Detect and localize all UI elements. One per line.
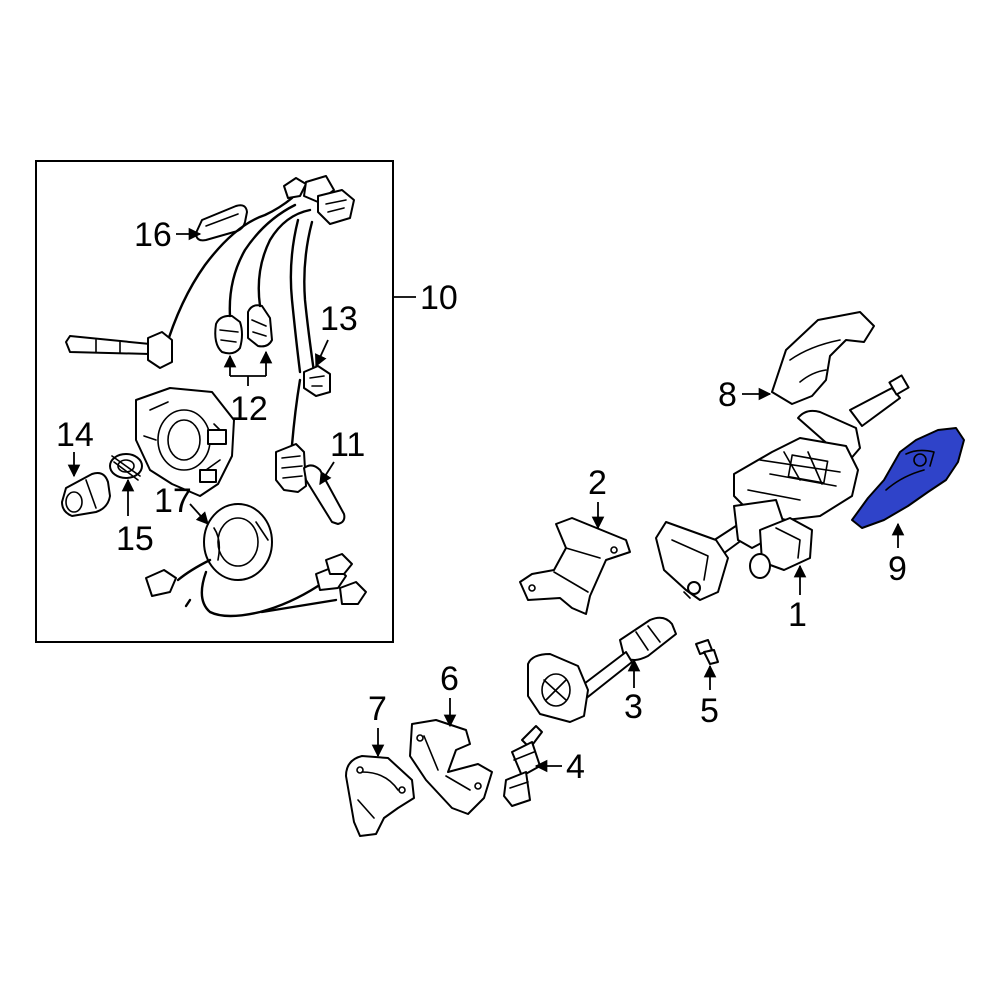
callout-group-6: 6 (440, 660, 459, 728)
part-7-boot-cover[interactable] (345, 755, 415, 837)
inset-wiring-harness (163, 196, 316, 447)
callout-5: 5 (700, 692, 719, 730)
callout-14: 14 (56, 416, 94, 454)
part-3-intermediate-shaft[interactable] (527, 616, 677, 723)
callout-group-10: 10 (420, 279, 458, 317)
callout-17: 17 (154, 482, 192, 520)
callout-group-8: 8 (718, 376, 772, 414)
callout-15: 15 (116, 520, 154, 558)
part-16-clip[interactable] (195, 204, 248, 242)
part-15-ring[interactable] (109, 453, 143, 481)
part-12-switches[interactable] (214, 304, 273, 355)
part-13-connector[interactable] (303, 365, 331, 397)
callout-16: 16 (134, 216, 172, 254)
callout-group-1: 1 (788, 564, 807, 634)
part-2-bracket[interactable] (519, 517, 631, 615)
callout-7: 7 (368, 690, 387, 728)
callout-9: 9 (888, 550, 907, 588)
callout-8: 8 (718, 376, 737, 414)
callout-group-3: 3 (624, 658, 643, 726)
callout-group-4: 4 (534, 748, 585, 786)
callout-group-15: 15 (116, 478, 154, 558)
callout-11: 11 (330, 426, 365, 464)
callout-group-17: 17 (154, 482, 209, 525)
turn-signal-stalk (65, 331, 173, 369)
column-mounting-bracket (655, 521, 729, 601)
callout-group-16: 16 (134, 216, 202, 254)
part-11-wiper-switch[interactable] (275, 443, 346, 525)
callout-group-5: 5 (700, 664, 719, 730)
callout-group-14: 14 (56, 416, 94, 478)
callout-3: 3 (624, 688, 643, 726)
callout-group-11: 11 (319, 426, 365, 486)
switch-housing (135, 387, 235, 497)
callout-13: 13 (320, 300, 358, 338)
callout-6: 6 (440, 660, 459, 698)
callout-12: 12 (230, 390, 268, 428)
callout-2: 2 (588, 464, 607, 502)
callout-group-2: 2 (588, 464, 607, 530)
part-17-clock-spring[interactable] (203, 503, 273, 581)
part-8-upper-cover[interactable] (771, 311, 875, 405)
part-5-bolt[interactable] (695, 639, 719, 665)
inset-frame (35, 160, 394, 643)
callout-1: 1 (788, 596, 807, 634)
inset-top-connectors (283, 175, 355, 225)
callout-group-9: 9 (888, 522, 907, 588)
callout-10: 10 (420, 279, 458, 317)
callout-group-12: 12 (223, 350, 273, 428)
callout-group-7: 7 (368, 690, 387, 758)
callout-4: 4 (566, 748, 585, 786)
part-14-lock-cylinder[interactable] (61, 472, 111, 517)
part-6-plate[interactable] (409, 719, 493, 815)
part-9-lower-cover[interactable] (851, 427, 965, 529)
callout-group-13: 13 (315, 300, 358, 368)
inset-lower-harness (145, 553, 367, 618)
